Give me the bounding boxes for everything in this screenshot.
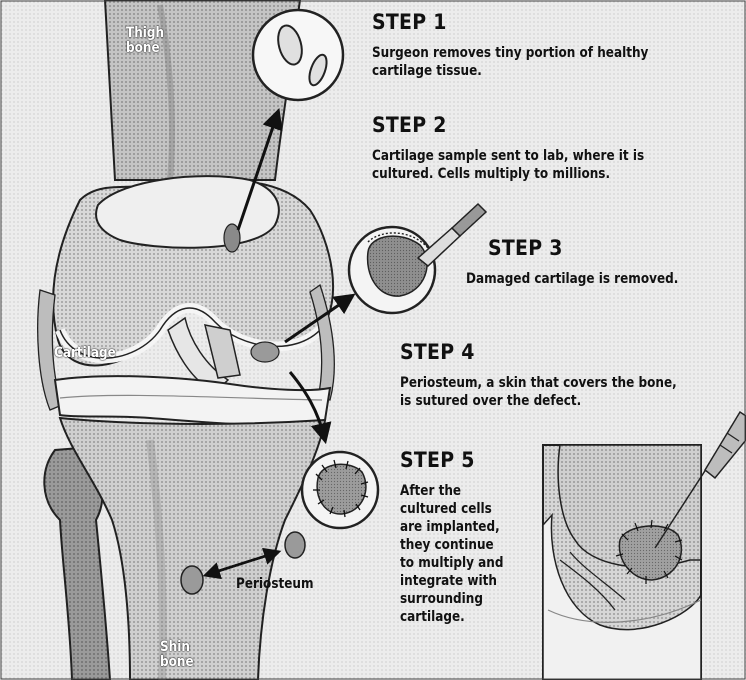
thigh-bone-label: Thigh bone — [126, 26, 164, 56]
step3-defect-circle — [349, 227, 435, 313]
step4-body: Periosteum, a skin that covers the bone,… — [400, 374, 677, 410]
step2-body: Cartilage sample sent to lab, where it i… — [372, 147, 644, 183]
periosteum-label: Periosteum — [236, 577, 314, 592]
step5-title: STEP 5 — [400, 448, 475, 472]
step5-body: After the cultured cells are implanted, … — [400, 482, 503, 626]
step4-suture-circle — [302, 452, 378, 528]
step3-title: STEP 3 — [488, 236, 563, 260]
step1-title: STEP 1 — [372, 10, 447, 34]
step1-sample-circle — [253, 10, 343, 100]
step5-inset — [543, 445, 701, 680]
cartilage-label: Cartilage — [54, 346, 116, 361]
step1-body: Surgeon removes tiny portion of healthy … — [372, 44, 648, 80]
tibial-plateau — [55, 376, 330, 425]
scalpel-icon — [418, 204, 486, 266]
shin-bone-label: Shin bone — [160, 640, 194, 670]
step4-title: STEP 4 — [400, 340, 475, 364]
step3-body: Damaged cartilage is removed. — [466, 270, 678, 288]
step2-title: STEP 2 — [372, 113, 447, 137]
